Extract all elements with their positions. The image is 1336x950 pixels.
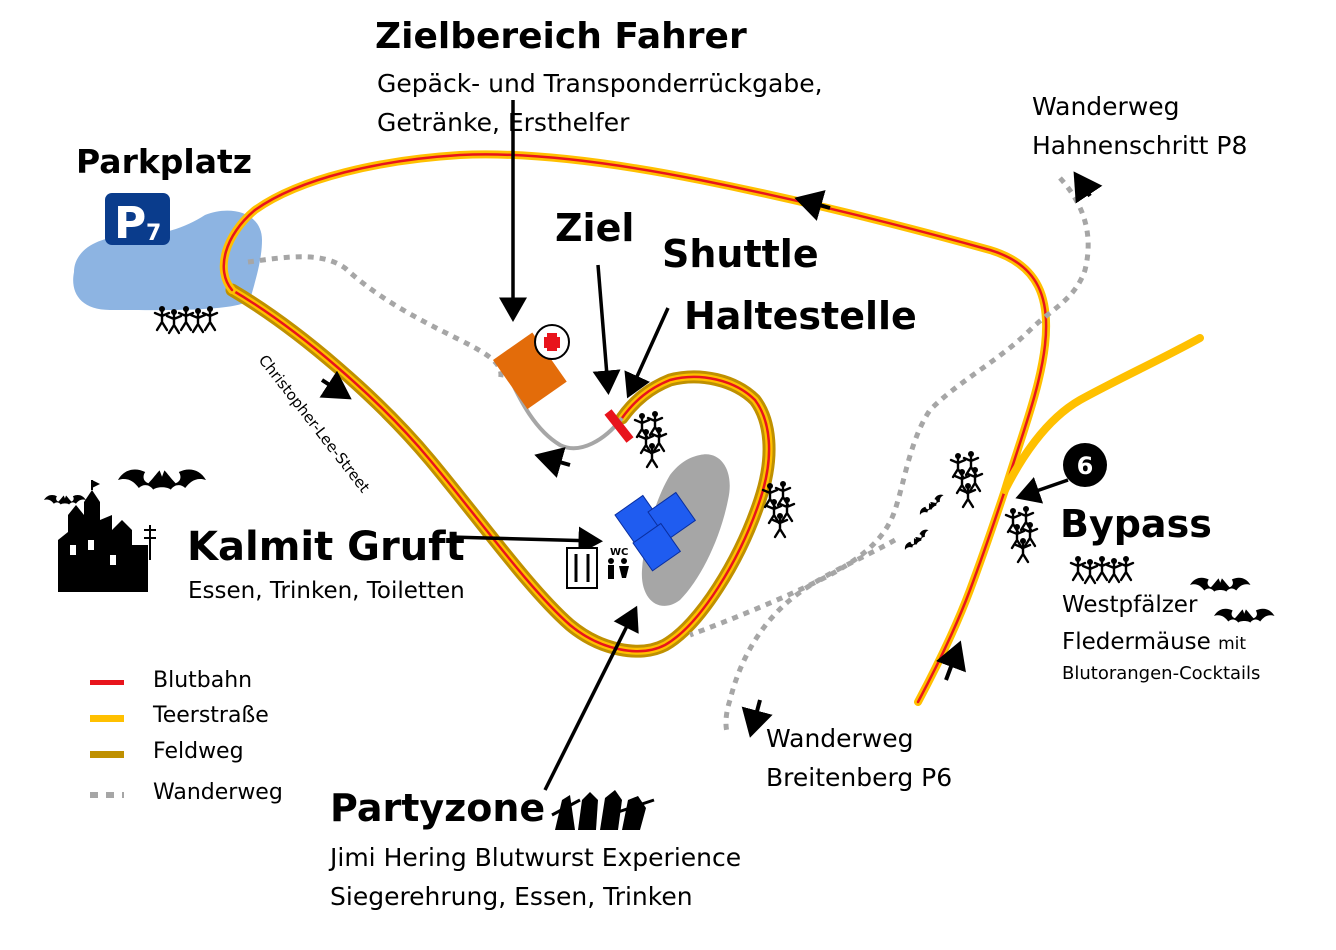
marker-6 <box>1063 443 1107 487</box>
partyzone-line1: Jimi Hering Blutwurst Experience <box>330 843 742 872</box>
shuttle-label-line1: Shuttle <box>662 232 819 276</box>
restaurant-icon <box>566 547 598 589</box>
parkplatz-label: Parkplatz <box>76 142 252 181</box>
finish-area-building <box>493 332 567 410</box>
wanderweg-path-p7 <box>247 254 504 381</box>
crowd-icon <box>951 451 982 507</box>
partyzone-title: Partyzone <box>330 786 546 830</box>
direction-arrow-icon <box>794 190 831 221</box>
direction-arrow-icon <box>1073 171 1103 204</box>
teerstrasse-road <box>219 150 1051 706</box>
legend-swatch-wanderweg <box>90 792 124 798</box>
wanderweg-p6-line1: Wanderweg <box>766 724 914 753</box>
bat-icon <box>118 469 206 490</box>
bat-icon <box>1190 577 1251 592</box>
parking-area <box>73 210 262 311</box>
pointer-ziel <box>592 264 621 395</box>
finish-line <box>604 409 634 443</box>
bypass-label: Bypass <box>1060 502 1212 546</box>
wanderweg-p8-line2: Hahnenschritt P8 <box>1032 131 1248 160</box>
crowd-icon <box>1006 506 1037 562</box>
parking-sign-letter: P <box>114 198 146 249</box>
shuttle-label-line2: Haltestelle <box>684 294 917 338</box>
pointer-marker-6 <box>1015 477 1069 504</box>
first-aid-cross-icon <box>534 324 570 360</box>
wanderweg-p8-line1: Wanderweg <box>1032 92 1180 121</box>
pointer-kalmit <box>449 526 603 555</box>
party-area <box>641 454 730 606</box>
legend-label: Wanderweg <box>153 780 283 805</box>
bat-icon <box>44 494 86 505</box>
direction-arrow-icon <box>741 699 773 738</box>
castle-silhouette-icon <box>58 480 156 592</box>
crowd-icon <box>155 306 217 333</box>
bat-icon <box>902 527 931 553</box>
legend-swatch-teerstrasse <box>90 715 124 722</box>
parking-sign-number: 7 <box>146 221 161 246</box>
zielbereich-title: Zielbereich Fahrer <box>375 16 747 57</box>
legend-label: Feldweg <box>153 739 244 764</box>
kalmit-title: Kalmit Gruft <box>187 524 465 570</box>
zielbereich-line1: Gepäck- und Transponderrückgabe, <box>377 69 823 98</box>
bat-icon <box>1214 608 1275 623</box>
westpfalz-line2b: mit <box>1218 634 1247 654</box>
crowd-icon <box>1071 556 1133 583</box>
street-label: Christopher-Lee-Street <box>255 351 374 496</box>
ziel-label: Ziel <box>555 206 635 250</box>
westpfalz-line2a: Fledermäuse <box>1062 629 1211 655</box>
wc-label: WC <box>610 547 628 558</box>
band-silhouette-icon <box>551 790 655 830</box>
wanderweg-path-p8 <box>689 176 1091 638</box>
crowd-icon <box>635 411 666 467</box>
direction-arrow-icon <box>935 640 966 681</box>
direction-arrow-icon <box>534 447 571 478</box>
legend-swatch-blutbahn <box>90 680 124 685</box>
legend-swatch-feldweg <box>90 751 124 758</box>
bat-icon <box>917 492 946 518</box>
westpfalz-line1: Westpfälzer <box>1062 592 1198 618</box>
wanderweg-path-p6 <box>723 537 897 736</box>
pointer-shuttle <box>624 307 670 399</box>
westpfalz-line2: Fledermäuse mit <box>1062 629 1246 655</box>
partyzone-line2: Siegerehrung, Essen, Trinken <box>330 882 693 911</box>
wanderweg-p6-line2: Breitenberg P6 <box>766 763 953 792</box>
westpfalz-line3: Blutorangen-Cocktails <box>1062 663 1261 684</box>
bypass-road <box>1001 334 1204 494</box>
kalmit-building <box>614 491 697 572</box>
legend-label: Teerstraße <box>153 703 269 728</box>
toilet-icon <box>608 558 629 579</box>
marker-number: 6 <box>1077 452 1094 480</box>
zielbereich-line2: Getränke, Ersthelfer <box>377 108 630 137</box>
parking-sign <box>105 193 170 245</box>
pointer-partyzone <box>543 605 639 791</box>
direction-arrow-icon <box>319 370 352 400</box>
kalmit-sub: Essen, Trinken, Toiletten <box>188 578 465 604</box>
legend-label: Blutbahn <box>153 668 253 693</box>
